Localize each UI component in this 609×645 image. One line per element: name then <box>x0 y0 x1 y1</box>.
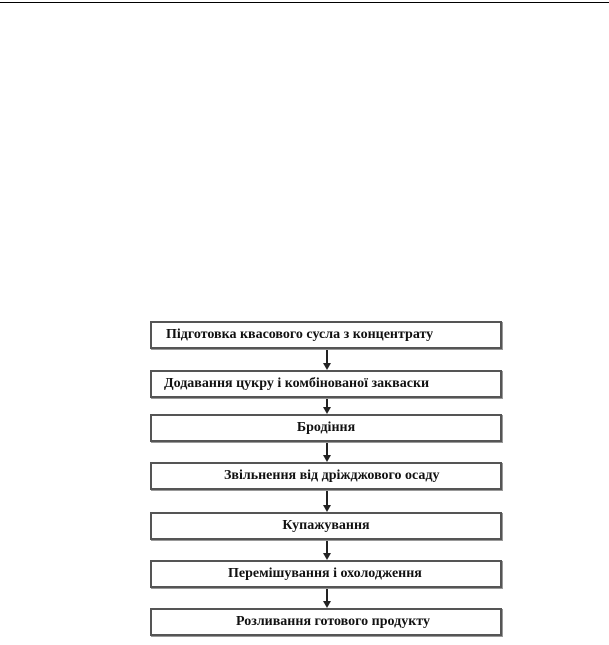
step-label: Перемішування і охолодження <box>228 566 422 581</box>
step-box-mixing-cooling: Перемішування і охолодження <box>150 560 502 588</box>
arrow-down-icon <box>323 455 331 462</box>
step-box-yeast-removal: Звільнення від дріжджового осаду <box>150 462 502 490</box>
step-label: Підготовка квасового сусла з концентрату <box>166 327 434 342</box>
arrow-down-icon <box>323 553 331 560</box>
step-label: Купажування <box>282 518 370 533</box>
top-rule <box>0 2 609 3</box>
step-box-concentrate-wort: Підготовка квасового сусла з концентрату <box>150 321 502 349</box>
arrow-down-icon <box>323 407 331 414</box>
step-label: Додавання цукру і комбінованої закваски <box>164 376 430 391</box>
step-box-bottling: Розливання готового продукту <box>150 608 502 636</box>
step-label: Бродіння <box>296 420 356 435</box>
arrow-down-icon <box>323 363 331 370</box>
step-box-fermentation: Бродіння <box>150 414 502 442</box>
arrow-down-icon <box>323 601 331 608</box>
step-box-add-sugar-starter: Додавання цукру і комбінованої закваски <box>150 370 502 398</box>
step-label: Розливання готового продукту <box>236 614 430 629</box>
step-box-blending: Купажування <box>150 512 502 540</box>
step-label: Звільнення від дріжджового осаду <box>224 468 440 483</box>
arrow-down-icon <box>323 505 331 512</box>
